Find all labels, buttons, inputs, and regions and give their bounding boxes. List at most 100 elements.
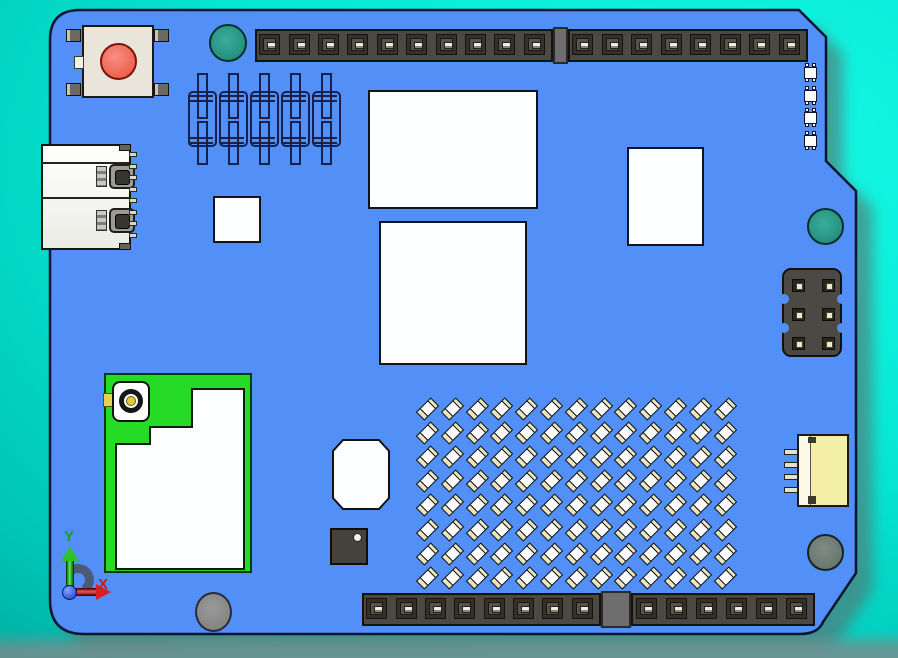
header-pin [601, 34, 623, 55]
smd-chip [614, 445, 638, 469]
smd-chip [688, 517, 712, 542]
ic-footprint-large[interactable] [368, 90, 538, 209]
button-red-cap[interactable] [100, 43, 137, 80]
edge-smd-component [803, 85, 819, 106]
top-header-joint [553, 27, 568, 64]
smd-chip [440, 541, 464, 566]
header-pin [288, 34, 310, 55]
button-side-tab [74, 56, 84, 69]
icsp-pin [792, 308, 805, 321]
usb-contact-stack [96, 210, 107, 231]
reset-button[interactable] [66, 24, 170, 102]
mounting-hole-bottom-left [195, 592, 232, 632]
edge-smd-component [803, 63, 819, 83]
header-pin [660, 34, 682, 55]
usb-side-pin [129, 209, 137, 215]
bottom-pin-header-right[interactable] [631, 593, 815, 626]
smd-chip [639, 493, 663, 518]
wireframe-header [312, 73, 342, 165]
small-ic[interactable] [330, 528, 368, 565]
header-pin [465, 34, 486, 55]
smd-chip [465, 566, 489, 590]
smd-chip [539, 566, 564, 590]
mounting-hole-top-left [209, 24, 247, 62]
smd-chip [515, 566, 539, 590]
smd-chip [515, 445, 539, 469]
icsp-header[interactable] [779, 268, 847, 357]
wireframe-header-row[interactable] [188, 73, 344, 165]
header-pin [635, 598, 657, 619]
y-axis-arrowhead [61, 546, 79, 561]
smd-chip [713, 517, 737, 542]
x-axis-arrow [76, 588, 98, 596]
smd-component-grid[interactable] [412, 393, 748, 597]
smd-chip [465, 469, 489, 493]
header-pin [494, 34, 516, 55]
smd-chip [589, 445, 613, 469]
smd-chip [688, 493, 712, 518]
smd-chip [490, 541, 514, 566]
smd-chip [564, 397, 588, 421]
header-pin [318, 34, 339, 55]
smd-chip [564, 469, 588, 493]
header-pin [259, 34, 281, 55]
usb-connector[interactable] [41, 143, 137, 251]
header-pin [483, 598, 505, 619]
smd-chip [539, 493, 564, 518]
smd-chip [688, 566, 712, 590]
header-pin [571, 598, 593, 619]
header-pin [665, 598, 687, 619]
ic-footprint-medium[interactable] [379, 221, 527, 365]
yellow-jst-connector[interactable] [797, 434, 849, 507]
smd-chip [589, 397, 613, 421]
smd-chip [713, 445, 737, 469]
smd-chip [663, 469, 688, 493]
smd-chip [515, 493, 539, 518]
header-pin [719, 34, 741, 55]
smd-chip [614, 566, 638, 590]
header-pin [513, 598, 535, 619]
smd-chip [564, 421, 588, 445]
smd-chip [688, 469, 712, 493]
icsp-pin [792, 279, 805, 292]
mounting-hole-top-right [807, 208, 844, 245]
header-pin [631, 34, 653, 55]
bottom-pin-header-left[interactable] [362, 593, 601, 626]
smd-chip [465, 397, 489, 421]
smd-chip [415, 517, 440, 542]
usb-divider [41, 162, 129, 164]
y-axis-label: Y [64, 528, 75, 545]
smd-chip [515, 517, 539, 542]
header-pin [424, 598, 446, 619]
top-pin-header-right[interactable] [568, 29, 808, 62]
smd-chip [415, 397, 440, 421]
wireframe-header [250, 73, 280, 165]
smd-chip [713, 469, 737, 493]
ic-footprint-right[interactable] [627, 147, 704, 246]
button-leg [154, 29, 169, 42]
smd-chip [663, 566, 688, 590]
top-pin-header-left[interactable] [255, 29, 553, 62]
crystal-oscillator[interactable] [332, 439, 390, 510]
smd-chip [440, 493, 464, 518]
usb-side-pin [129, 232, 137, 238]
smd-chip [440, 517, 464, 542]
smd-chip [639, 445, 663, 469]
smd-chip [539, 445, 564, 469]
edge-smd-component [803, 108, 819, 128]
connector-pin [784, 461, 798, 468]
ufl-antenna-connector[interactable] [112, 381, 150, 422]
header-pin [572, 34, 594, 55]
header-pin [523, 34, 545, 55]
header-pin [542, 598, 564, 619]
smd-chip [490, 397, 514, 421]
right-edge-smd-column [803, 63, 819, 153]
smd-chip [639, 469, 663, 493]
smd-chip [639, 566, 663, 590]
smd-chip [688, 445, 712, 469]
ic-footprint-small[interactable] [213, 196, 261, 243]
connector-front [799, 436, 811, 505]
usb-tab [119, 243, 131, 250]
smd-chip [589, 493, 613, 518]
